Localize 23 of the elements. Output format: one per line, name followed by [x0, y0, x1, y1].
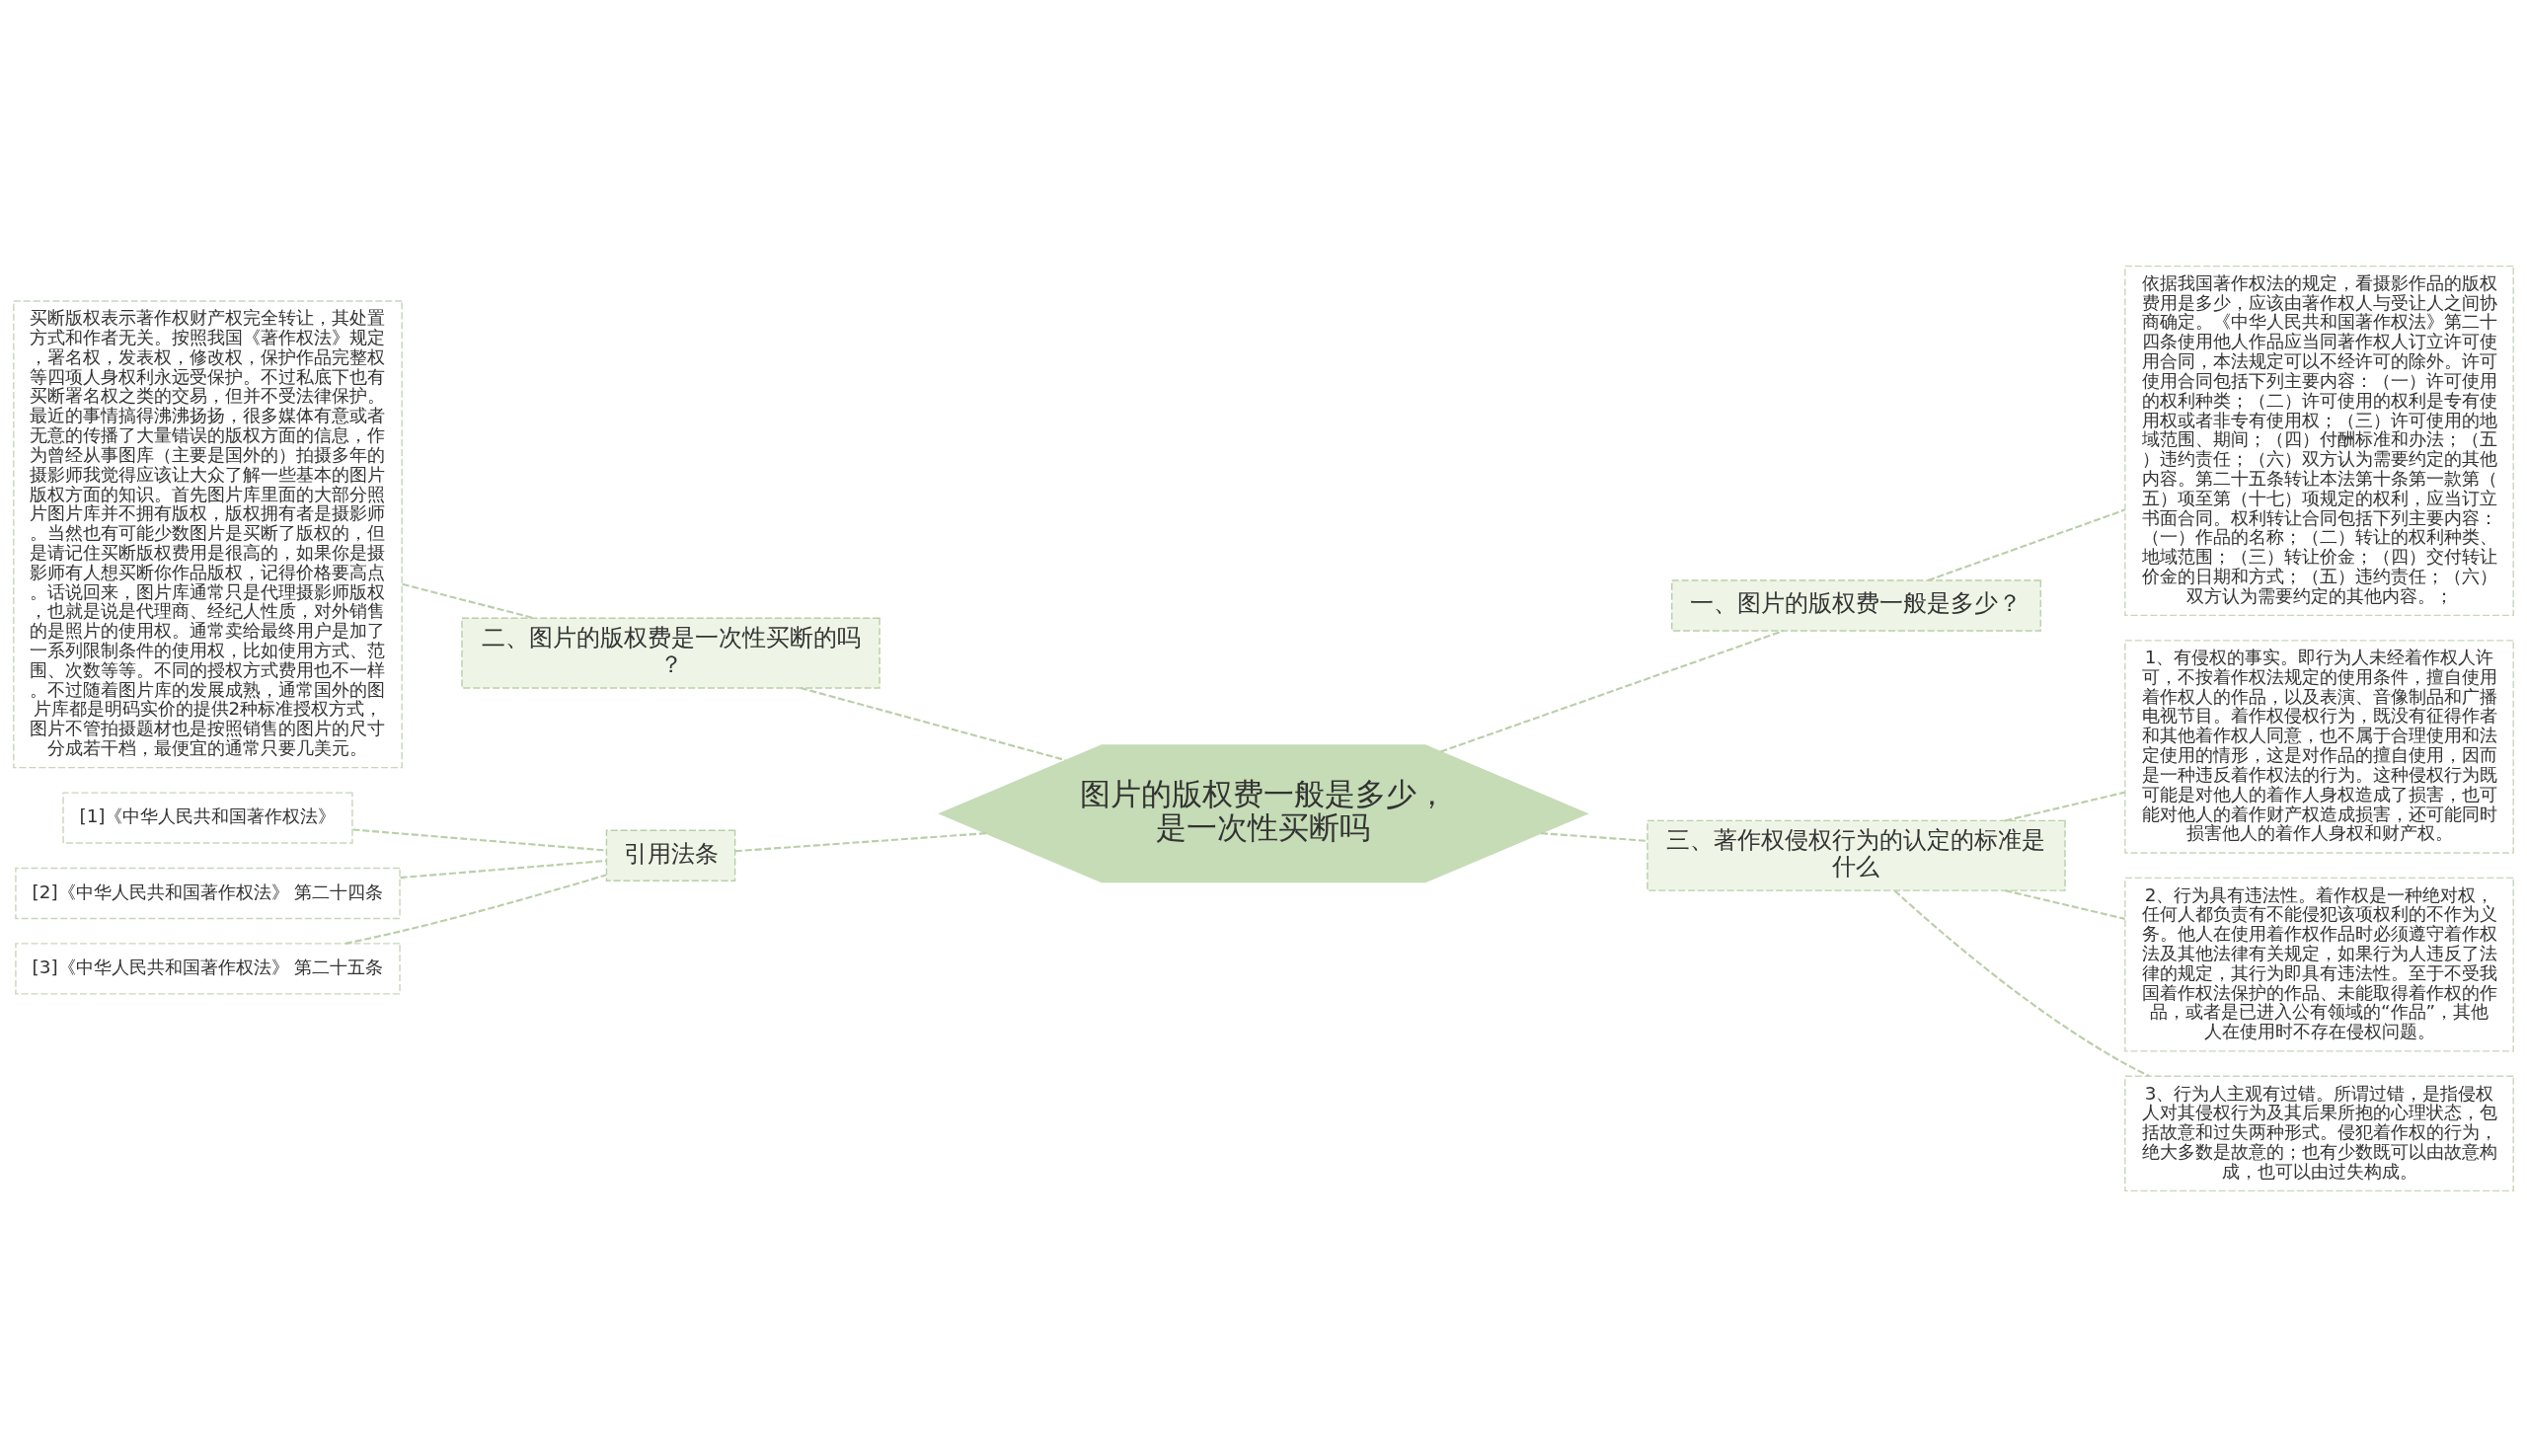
- connector: [1893, 889, 2150, 1077]
- connector: [800, 686, 1066, 761]
- node-box: [2]《中华人民共和国著作权法》 第二十四条: [15, 867, 401, 919]
- connector: [734, 831, 987, 852]
- node-box: 依据我国著作权法的规定，看摄影作品的版权费用是多少，应该由著作权人与受让人之间协商确定。《中华人民共和国著作权法》第二十四条使用他人作品应当同著作权人订立许可使用合同，本法规定可以不经许可的除外。许可使用合同包括下列主要内容：（一）许可使用的权利种类；（二）许可使用的权利是专有使用权或者非专有使用权；（三）许可使用的地域范围、期间；（四）付酬标准和办法；（五）违约责任；（六）双方认为需要约定的其他内容。第二十五条转让本法第十条第一款第（五）项至第（十七）项规定的权利，应当订立书面合同。权利转让合同包括下列主要内容：（一）作品的名称；（二）转让的权利种类、地域范围；（三）转让价金；（四）交付转让价金的日期和方式；（五）违约责任；（六）双方认为需要约定的其他内容。；: [2124, 265, 2514, 616]
- node-box: 买断版权表示著作权财产权完全转让，其处置方式和作者无关。按照我国《著作权法》规定，署名权，发表权，修改权，保护作品完整权等四项人身权利永远受保护。不过私底下也有买断署名权之类的交易，但并不受法律保护。最近的事情搞得沸沸扬扬，很多媒体有意或者无意的传播了大量错误的版权方面的信息，作为曾经从事图库（主要是国外的）拍摄多年的摄影师我觉得应该让大众了解一些基本的图片版权方面的知识。首先图片库里面的大部分照片图片库并不拥有版权，版权拥有者是摄影师。当然也有可能少数图片是买断了版权的，但是请记住买断版权费用是很高的，如果你是摄影师有人想买断你作品版权，记得价格要高点。话说回来，图片库通常只是代理摄影师版权，也就是说是代理商、经纪人性质，对外销售的是照片的使用权。通常卖给最终用户是加了一系列限制条件的使用权，比如使用方式、范围、次数等等。不同的授权方式费用也不一样。不过随着图片库的发展成熟，通常国外的图片库都是明码实价的提供2种标准授权方式，图片不管拍摄题材也是按照销售的图片的尺寸分成若干档，最便宜的通常只要几美元。: [13, 299, 403, 768]
- node-box: 2、行为具有违法性。着作权是一种绝对权，任何人都负责有不能侵犯该项权利的不作为义务。他人在使用着作权作品时必须遵守着作权法及其他法律有关规定，如果行为人违反了法律的规定，其行为即具有违法性。至于不受我国着作权法保护的作品、未能取得着作权的作品，或者是已进入公有领域的“作品”，其他人在使用时不存在侵权问题。: [2124, 877, 2514, 1052]
- connector: [1540, 831, 1647, 842]
- node-box: [1]《中华人民共和国著作权法》: [62, 791, 353, 844]
- connector: [2005, 791, 2125, 821]
- connector: [345, 873, 607, 945]
- node-box: 1、有侵权的事实。即行为人未经着作权人许可，不按着作权法规定的使用条件，擅自使用着作权人的作品，以及表演、音像制品和广播电视节目。着作权侵权行为，既没有征得作者和其他着作权人同意，也不属于合理使用和法定使用的情形，这是对作品的擅自使用，因而是一种违反着作权法的行为。这种侵权行为既可能是对他人的着作人身权造成了损害，也可能对他人的着作财产权造成损害，还可能同时损害他人的着作人身权和财产权。: [2124, 639, 2514, 854]
- node-box: 二、图片的版权费是一次性买断的吗？: [461, 617, 881, 689]
- connector: [1927, 508, 2125, 581]
- node-box: [3]《中华人民共和国著作权法》 第二十五条: [15, 942, 401, 995]
- node-box: 引用法条: [605, 829, 736, 881]
- connector: [402, 582, 535, 619]
- connector: [400, 859, 607, 879]
- node-box: 3、行为人主观有过错。所谓过错，是指侵权人对其侵权行为及其后果所抱的心理状态，包括故意和过失两种形式。侵犯着作权的行为，绝大多数是故意的；也有少数既可以由故意构成，也可以由过失构成。: [2124, 1075, 2514, 1191]
- node-box: 一、图片的版权费一般是多少？: [1671, 578, 2041, 632]
- node-box: 三、著作权侵权行为的认定的标准是什么: [1646, 819, 2066, 891]
- connector: [1440, 629, 1784, 752]
- connector: [2005, 888, 2125, 920]
